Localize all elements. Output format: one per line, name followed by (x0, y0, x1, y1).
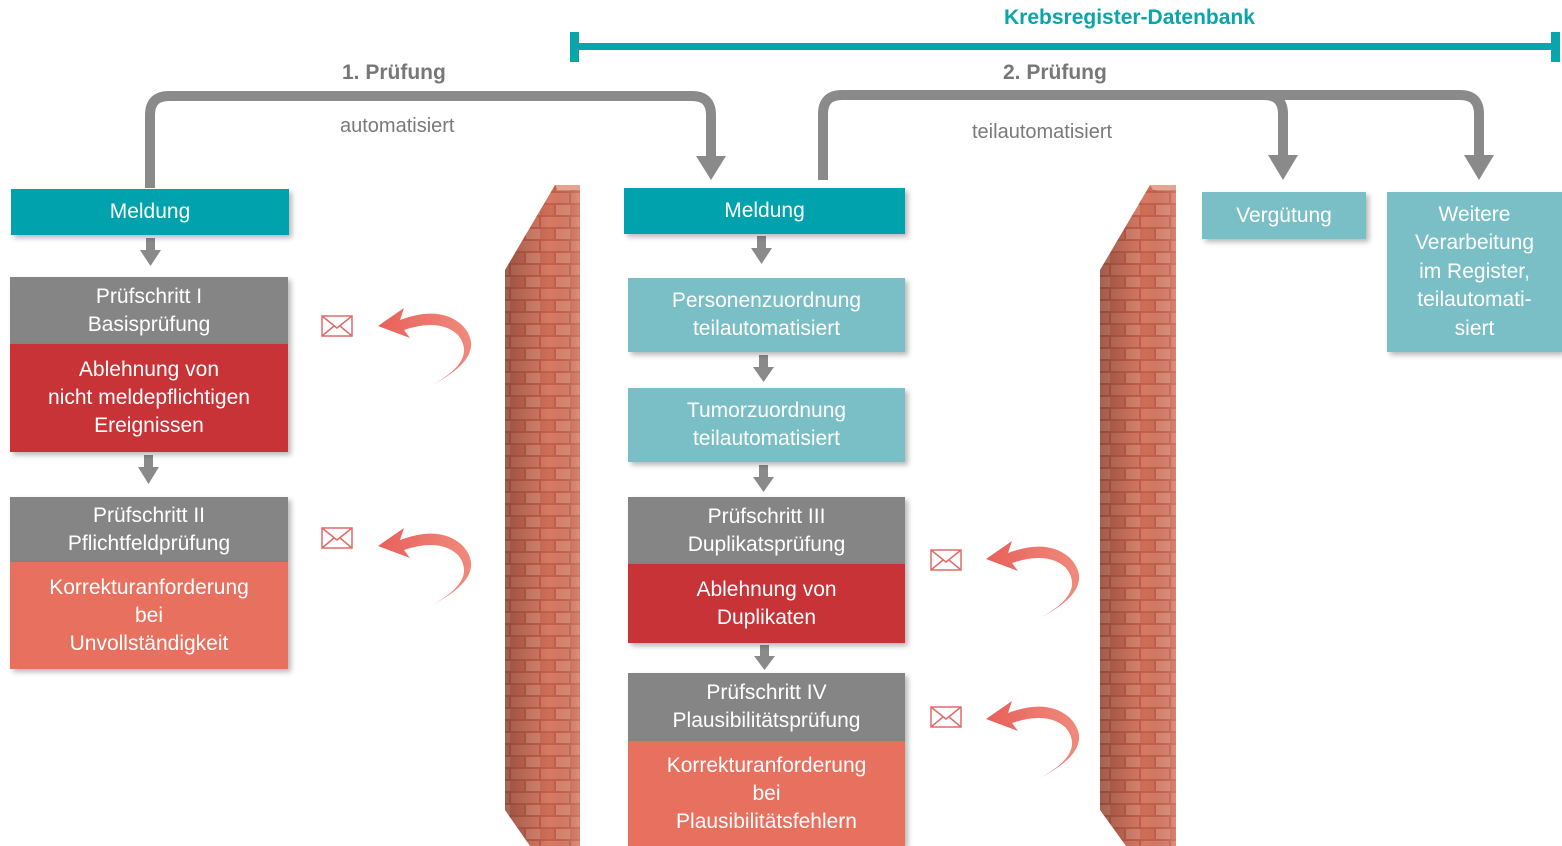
envelope-icon (930, 706, 962, 728)
connector-second-check (818, 90, 1484, 180)
arrowhead-first-check (696, 156, 726, 180)
korrektur-unvollstaendigkeit-box: Korrekturanforderung bei Unvollständigke… (10, 562, 288, 669)
pruefschritt-4-box: Prüfschritt IV Plausibilitätsprüfung (628, 673, 905, 741)
envelope-icon (321, 315, 353, 337)
meldung-box-middle: Meldung (624, 188, 905, 234)
arrowhead-weitere (1464, 155, 1494, 180)
tumorzuordnung-box: Tumorzuordnung teilautomatisiert (628, 388, 905, 462)
database-bar (570, 32, 1560, 62)
envelope-icon (321, 527, 353, 549)
meldung-box-left: Meldung (11, 189, 289, 235)
pruefschritt-1-box: Prüfschritt I Basisprüfung (10, 277, 288, 344)
flow-arrows (138, 236, 775, 670)
ablehnung-duplikate-box: Ablehnung von Duplikaten (628, 564, 905, 643)
first-check-title: 1. Prüfung (342, 61, 446, 84)
brick-wall-second (1100, 185, 1176, 846)
envelope-icon (930, 549, 962, 571)
verguetung-box: Vergütung (1202, 192, 1366, 239)
pruefschritt-2-box: Prüfschritt II Pflichtfeldprüfung (10, 497, 288, 562)
second-check-title: 2. Prüfung (1003, 61, 1107, 84)
return-arrow-step4 (986, 701, 1080, 778)
return-arrow-step3 (986, 541, 1080, 618)
return-arrow-step2 (378, 528, 472, 605)
weitere-verarbeitung-box: Weitere Verarbeitung im Register, teilau… (1387, 192, 1562, 352)
personenzuordnung-box: Personenzuordnung teilautomatisiert (628, 278, 905, 352)
connector-first-check (145, 91, 716, 188)
pruefschritt-3-box: Prüfschritt III Duplikatsprüfung (628, 497, 905, 564)
korrektur-plausibilitaet-box: Korrekturanforderung bei Plausibilitätsf… (628, 741, 905, 846)
arrowhead-verguetung (1268, 155, 1298, 180)
brick-wall-first (505, 185, 580, 846)
first-check-mode: automatisiert (340, 115, 455, 137)
ablehnung-ereignisse-box: Ablehnung von nicht meldepflichtigen Ere… (10, 344, 288, 452)
database-label: Krebsregister-Datenbank (1004, 6, 1255, 29)
return-arrow-step1 (378, 308, 472, 385)
second-check-mode: teilautomatisiert (972, 121, 1113, 143)
